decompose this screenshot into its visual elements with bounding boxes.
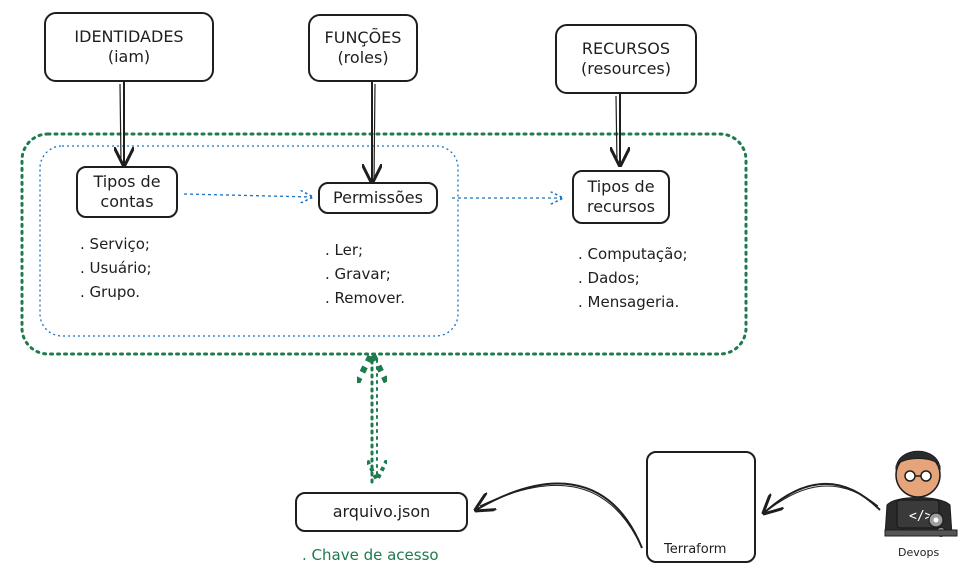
arrow-terraform-to-json <box>476 482 643 549</box>
arrow-contas-to-permissoes <box>183 194 312 197</box>
list-item: Remover. <box>325 286 405 310</box>
permissoes-list: Ler; Gravar; Remover. <box>325 238 405 310</box>
tipos-recursos-line1: Tipos de <box>587 177 655 196</box>
chave-acesso-note: Chave de acesso <box>302 546 439 564</box>
devops-avatar-icon: </> <box>884 450 958 537</box>
identidades-title: IDENTIDADES <box>74 27 184 46</box>
list-item: Ler; <box>325 238 405 262</box>
inner-boundary <box>39 145 459 337</box>
recursos-subtitle: (resources) <box>580 59 672 78</box>
arrow-devops-to-terraform <box>764 482 881 513</box>
arrow-devops-sketch <box>767 485 879 511</box>
arrow-recursos-sketch <box>615 95 618 164</box>
list-item: Serviço; <box>80 232 152 256</box>
list-item: Mensageria. <box>578 290 688 314</box>
identidades-subtitle: (iam) <box>107 47 151 66</box>
tipos-recursos-line2: recursos <box>586 197 656 216</box>
list-item: Usuário; <box>80 256 152 280</box>
arrow-identidades-sketch <box>119 83 122 164</box>
arquivo-json-label: arquivo.json <box>332 502 431 521</box>
arrow-terraform-sketch <box>479 484 641 545</box>
arrow-funcoes-sketch <box>373 83 376 181</box>
recursos-title: RECURSOS <box>581 39 671 58</box>
recursos-list: Computação; Dados; Mensageria. <box>578 242 688 314</box>
funcoes-subtitle: (roles) <box>337 48 389 67</box>
tipos-contas-line1: Tipos de <box>93 172 161 191</box>
list-item: Dados; <box>578 266 688 290</box>
funcoes-title: FUNÇÕES <box>324 28 402 47</box>
contas-list: Serviço; Usuário; Grupo. <box>80 232 152 304</box>
list-item: Gravar; <box>325 262 405 286</box>
permissoes-label: Permissões <box>333 188 423 207</box>
recursos-box: RECURSOS (resources) <box>555 24 697 94</box>
svg-text:</>: </> <box>909 509 933 524</box>
arquivo-json-box: arquivo.json <box>295 492 468 532</box>
outer-boundary <box>20 132 748 356</box>
identidades-box: IDENTIDADES (iam) <box>44 12 214 82</box>
tipos-contas-line2: contas <box>100 192 154 211</box>
terraform-label: Terraform <box>664 542 727 557</box>
tipos-contas-box: Tipos de contas <box>76 166 178 218</box>
tipos-recursos-box: Tipos de recursos <box>572 170 670 224</box>
terraform-box <box>646 451 756 563</box>
list-item: Computação; <box>578 242 688 266</box>
permissoes-box: Permissões <box>318 182 438 214</box>
devops-label: Devops <box>898 546 940 559</box>
funcoes-box: FUNÇÕES (roles) <box>308 14 418 82</box>
list-item: Grupo. <box>80 280 152 304</box>
